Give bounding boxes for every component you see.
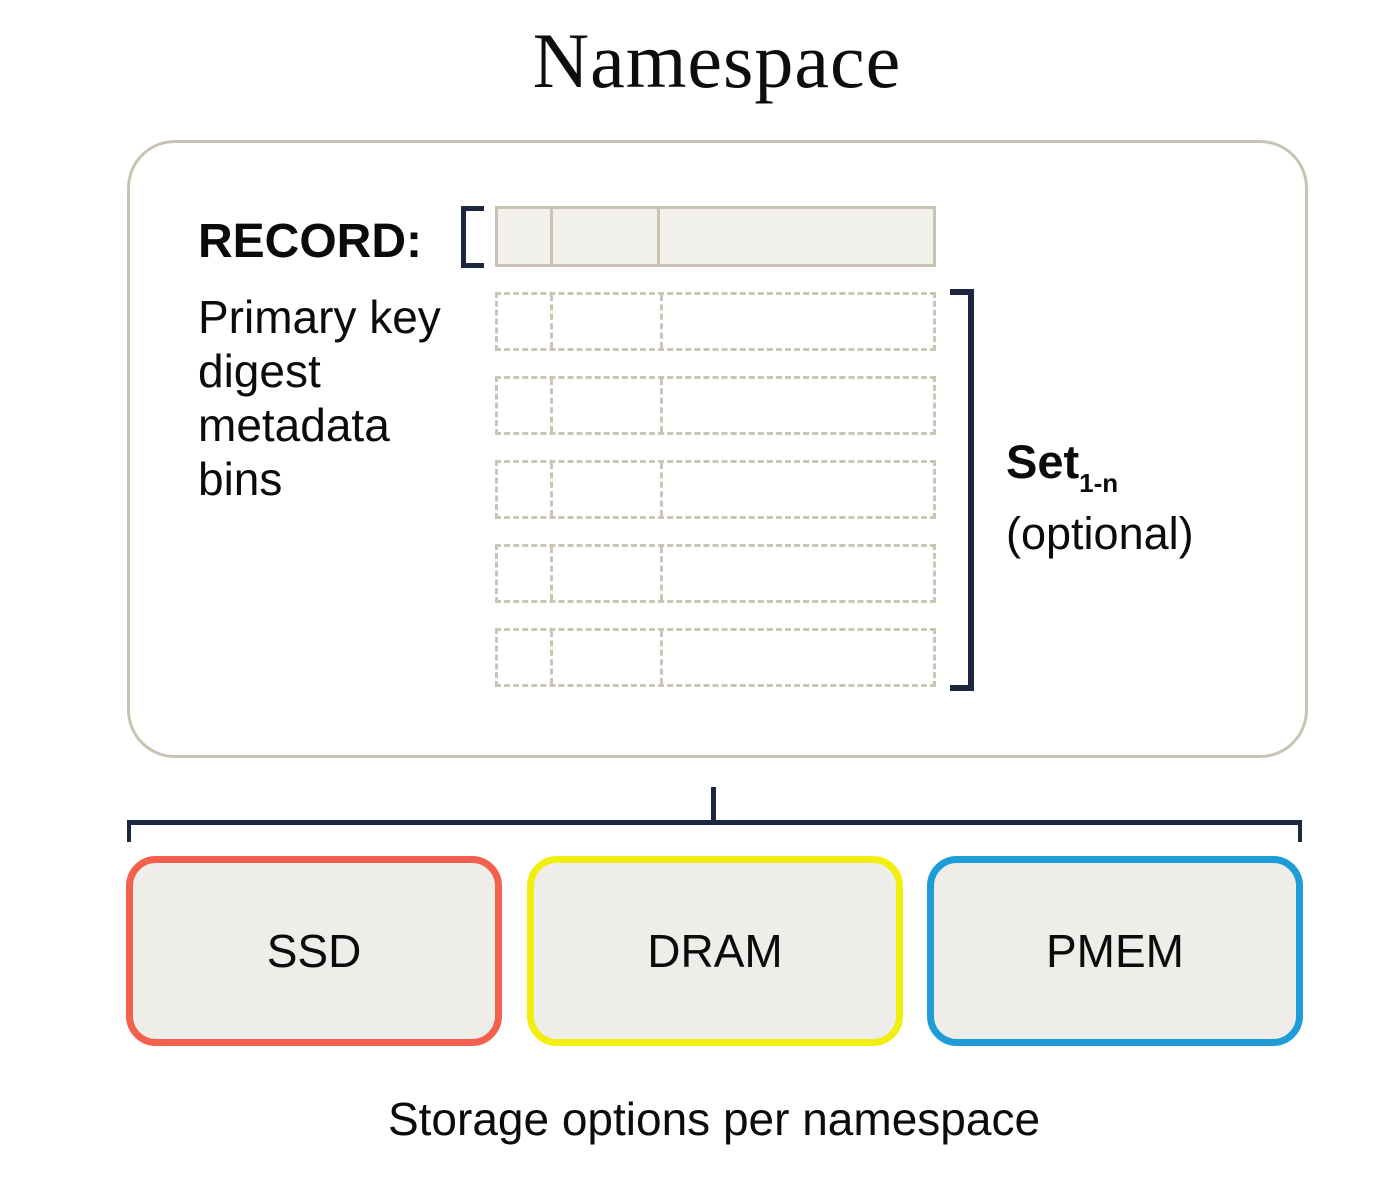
set-subscript: 1-n xyxy=(1079,468,1119,498)
set-label-text: Set xyxy=(1006,435,1080,488)
connector-stem xyxy=(711,787,716,821)
connector-bracket xyxy=(127,820,1302,842)
storage-caption: Storage options per namespace xyxy=(387,1093,1041,1145)
row-cell-divider xyxy=(550,295,553,348)
record-rows xyxy=(495,292,936,712)
set-label: Set1-n xyxy=(1006,434,1118,499)
record-cell-digest xyxy=(498,209,553,264)
row-cell-divider xyxy=(550,547,553,600)
diagram-title: Namespace xyxy=(532,17,902,104)
record-row xyxy=(495,460,936,519)
storage-box-dram: DRAM xyxy=(527,856,903,1046)
field-line-digest: digest xyxy=(198,345,321,397)
record-label: RECORD: xyxy=(198,215,422,268)
storage-box-pmem-label: PMEM xyxy=(1046,925,1184,977)
record-row xyxy=(495,544,936,603)
set-close-bracket xyxy=(950,289,974,691)
row-cell-divider xyxy=(550,631,553,684)
set-optional-note: (optional) xyxy=(1006,508,1194,559)
record-cell-metadata xyxy=(553,209,660,264)
row-cell-divider xyxy=(660,547,663,600)
row-cell-divider xyxy=(550,463,553,516)
field-line-metadata: metadata xyxy=(198,399,390,451)
storage-box-pmem: PMEM xyxy=(927,856,1303,1046)
row-cell-divider xyxy=(660,379,663,432)
record-field-list: Primary key digest metadata bins xyxy=(198,290,441,506)
storage-box-ssd-label: SSD xyxy=(266,925,362,977)
field-line-primary-key: Primary key xyxy=(198,291,441,343)
row-cell-divider xyxy=(660,631,663,684)
storage-box-dram-label: DRAM xyxy=(647,925,783,977)
field-line-bins: bins xyxy=(198,453,283,505)
row-cell-divider xyxy=(550,379,553,432)
record-row xyxy=(495,628,936,687)
record-box xyxy=(495,206,936,267)
row-cell-divider xyxy=(660,295,663,348)
storage-box-ssd: SSD xyxy=(126,856,502,1046)
row-cell-divider xyxy=(660,463,663,516)
record-row xyxy=(495,376,936,435)
record-row xyxy=(495,292,936,351)
record-open-bracket xyxy=(461,206,484,268)
record-cell-bins xyxy=(660,209,933,264)
